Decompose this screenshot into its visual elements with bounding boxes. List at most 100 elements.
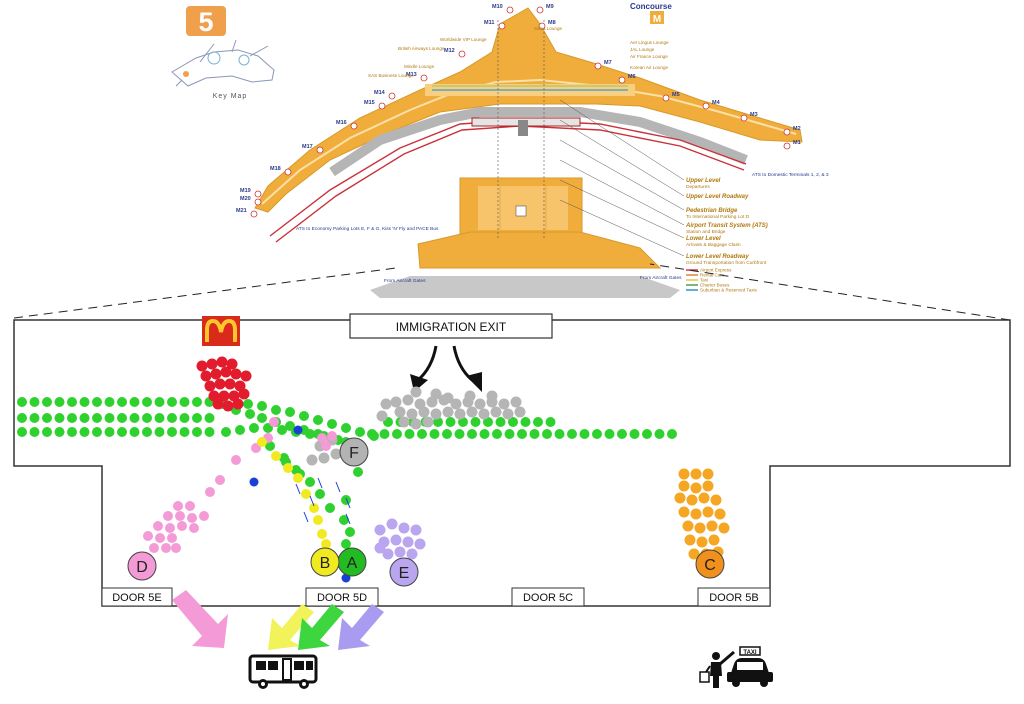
queue-person xyxy=(42,413,52,423)
gate-marker xyxy=(506,6,514,14)
crowd-person-orange xyxy=(708,534,720,546)
exit-arrows xyxy=(410,345,482,392)
queue-person xyxy=(495,417,506,427)
gate-marker xyxy=(594,62,602,70)
legend-label: Taxi xyxy=(700,278,708,283)
queue-person xyxy=(42,427,52,437)
crowd-person-gray xyxy=(454,408,466,420)
legend-label: Suburban & Reserved Taxis xyxy=(700,288,758,293)
crowd-person-pink xyxy=(189,523,199,533)
crowd-person-purple xyxy=(406,548,418,560)
gate-label-m20: M20 xyxy=(240,196,251,202)
crowd-person-gray xyxy=(502,408,514,420)
queue-person xyxy=(579,429,590,439)
queue-person xyxy=(277,425,287,435)
queue-person xyxy=(117,427,127,437)
queue-person xyxy=(533,417,543,427)
queue-person xyxy=(429,429,440,439)
arrow-green xyxy=(298,604,344,650)
queue-person xyxy=(29,427,40,437)
queue-person xyxy=(192,397,202,407)
queue-person xyxy=(379,429,390,439)
queue-person xyxy=(129,413,140,423)
queue-person xyxy=(129,427,140,437)
marker-letter: A xyxy=(347,555,358,572)
queue-person xyxy=(142,427,152,437)
queue-person-yellow xyxy=(309,503,319,513)
level-subtitle: To International Parking Lot D xyxy=(686,214,750,220)
crowd-person-orange xyxy=(698,492,710,504)
immigration-exit: IMMIGRATION EXIT xyxy=(349,313,553,339)
door-label: DOOR 5E xyxy=(112,592,162,604)
crowd-person-red xyxy=(226,358,238,370)
crowd-person-orange xyxy=(678,506,690,518)
queue-person xyxy=(353,467,363,477)
queue-person xyxy=(654,429,665,439)
from-aircraft-label-left: From Aircraft Gates xyxy=(384,278,426,284)
crowd-person-pink xyxy=(153,521,163,531)
queue-person xyxy=(142,397,152,407)
door-label: DOOR 5D xyxy=(317,592,367,604)
crowd-person-orange xyxy=(710,494,722,506)
arrow-pink xyxy=(172,590,228,648)
key-map-label: Key Map xyxy=(213,93,248,100)
level-leader xyxy=(559,99,685,181)
queue-person xyxy=(79,427,90,437)
gate-marker xyxy=(250,210,258,218)
queue-person xyxy=(29,397,40,407)
crowd-person-red xyxy=(220,366,232,378)
crowd-person-gray xyxy=(410,418,422,430)
crowd-person-purple xyxy=(410,524,422,536)
queue-person xyxy=(629,429,640,439)
gate-label-m10: M10 xyxy=(492,4,503,10)
crowd-person-red xyxy=(238,388,250,400)
arrow-down-icon xyxy=(466,372,482,392)
queue-person xyxy=(167,413,177,423)
lounge-label: Mindle Lounge xyxy=(404,64,435,69)
crowd-person-gray xyxy=(318,452,330,464)
crowd-person-red xyxy=(200,370,212,382)
gate-marker xyxy=(783,142,791,150)
lounge-label: Korean Air Lounge xyxy=(630,65,669,70)
level-leader xyxy=(559,179,685,239)
crowd-person-pink xyxy=(167,533,177,543)
queue-person xyxy=(92,427,102,437)
queue-person xyxy=(92,397,102,407)
crowd-person-pink xyxy=(321,441,331,451)
crowd-person-orange xyxy=(702,480,714,492)
crowd-person-pink xyxy=(155,533,165,543)
gate-marker xyxy=(284,168,292,176)
crowd-person-red xyxy=(196,360,208,372)
lounge-label: British Airways Lounge xyxy=(398,46,445,51)
gate-marker xyxy=(536,6,544,14)
crowd-person-gray xyxy=(380,398,392,410)
gate-marker xyxy=(254,190,262,198)
queue-person-yellow xyxy=(301,489,311,499)
crowd-person-gray xyxy=(406,408,418,420)
queue-person-yellow xyxy=(293,473,303,483)
crowd-person-red xyxy=(240,370,252,382)
queue-person xyxy=(54,427,65,437)
gate-label-m13: M13 xyxy=(406,72,417,78)
queue-person xyxy=(257,401,267,411)
crowd-person-gray xyxy=(306,454,318,466)
queue-person xyxy=(67,397,77,407)
level-leader xyxy=(559,199,685,257)
bus-icon xyxy=(248,654,318,689)
crowd-person-orange xyxy=(674,492,686,504)
person-blue xyxy=(293,425,303,435)
concourse-wings xyxy=(254,7,803,213)
arrivals-hall-outline xyxy=(13,319,1011,607)
queue-person xyxy=(271,405,281,415)
level-title: Lower Level Roadway xyxy=(686,254,749,260)
marker-f: F xyxy=(339,437,369,467)
crowd-person-orange xyxy=(690,482,702,494)
gate-marker xyxy=(350,122,358,130)
door-5e: DOOR 5E xyxy=(101,587,173,607)
queue-person xyxy=(204,413,215,423)
gate-marker xyxy=(783,128,791,136)
crowd-person-red xyxy=(222,400,234,412)
